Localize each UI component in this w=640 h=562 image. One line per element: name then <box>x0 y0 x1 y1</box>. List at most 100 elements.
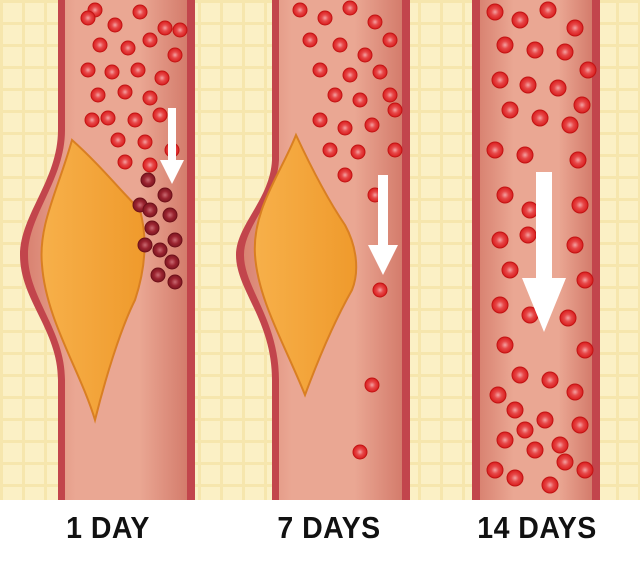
blood-cell <box>132 4 148 20</box>
blood-cell <box>322 142 338 158</box>
blood-cell <box>130 62 146 78</box>
flow-arrow <box>160 108 184 184</box>
blood-cell <box>536 411 554 429</box>
plaque <box>253 132 358 398</box>
blood-cell <box>127 112 143 128</box>
blood-cell <box>152 107 168 123</box>
blood-cell <box>80 62 96 78</box>
blood-cell <box>521 201 539 219</box>
blood-cell <box>526 41 544 59</box>
blood-cell <box>337 167 353 183</box>
blood-cell <box>302 32 318 48</box>
blood-cell <box>569 151 587 169</box>
blood-cell <box>84 112 100 128</box>
blood-cell <box>327 87 343 103</box>
blood-cell <box>526 441 544 459</box>
blood-cells <box>80 2 188 173</box>
artery-panel-1-day <box>20 0 195 500</box>
blood-cell <box>516 421 534 439</box>
clot-cell <box>140 172 156 188</box>
blood-cell <box>561 116 579 134</box>
blood-cell <box>364 377 380 393</box>
clot-cell <box>167 274 183 290</box>
blood-cell <box>486 3 504 21</box>
panel-label-7-days: 7 DAYS <box>277 510 381 545</box>
blood-cell <box>367 14 383 30</box>
blood-cell <box>117 154 133 170</box>
blood-cell <box>496 186 514 204</box>
blood-cell <box>332 37 348 53</box>
blood-cell <box>350 144 366 160</box>
blood-cell <box>531 109 549 127</box>
blood-cell <box>496 36 514 54</box>
flow-arrow <box>522 172 566 332</box>
blood-cell <box>551 436 569 454</box>
clot-cell <box>152 242 168 258</box>
blood-cell <box>337 120 353 136</box>
artery-illustration <box>0 0 640 500</box>
blood-cell <box>556 43 574 61</box>
clot-cell <box>157 187 173 203</box>
blood-cell <box>501 101 519 119</box>
blood-cell <box>312 62 328 78</box>
blood-cell <box>579 61 597 79</box>
blood-cell <box>511 11 529 29</box>
blood-cell <box>566 19 584 37</box>
artery-panel-14-days <box>472 0 600 500</box>
panel-label-1-day: 1 DAY <box>66 510 150 545</box>
blood-cell <box>312 112 328 128</box>
blood-cell <box>372 64 388 80</box>
blood-cell <box>387 102 403 118</box>
blood-cell <box>352 92 368 108</box>
blood-cell <box>489 386 507 404</box>
blood-cell <box>566 383 584 401</box>
blood-cell <box>501 261 519 279</box>
blood-cell <box>511 366 529 384</box>
blood-cell <box>120 40 136 56</box>
blood-cell <box>491 71 509 89</box>
blood-cells <box>486 1 597 494</box>
blood-cell <box>556 453 574 471</box>
blood-cell <box>539 1 557 19</box>
blood-cell <box>541 371 559 389</box>
clot-cell <box>167 232 183 248</box>
blood-cell <box>506 469 524 487</box>
blood-cell <box>486 461 504 479</box>
blood-cell <box>167 47 183 63</box>
blood-cell <box>516 146 534 164</box>
blood-cell <box>80 10 96 26</box>
blood-cell <box>117 84 133 100</box>
blood-cell <box>364 117 380 133</box>
blood-cell <box>137 134 153 150</box>
blood-cell <box>90 87 106 103</box>
blood-cell <box>496 431 514 449</box>
clot-cell <box>164 254 180 270</box>
clot-cell <box>137 237 153 253</box>
blood-cell <box>387 142 403 158</box>
blood-cell <box>104 64 120 80</box>
blood-cell <box>142 90 158 106</box>
blood-cell <box>292 2 308 18</box>
clot-cell <box>150 267 166 283</box>
blood-cell <box>576 341 594 359</box>
blood-cell <box>496 336 514 354</box>
blood-cell <box>317 10 333 26</box>
clot-cell <box>144 220 160 236</box>
blood-cell <box>559 309 577 327</box>
blood-cell <box>576 271 594 289</box>
blood-cell <box>549 79 567 97</box>
blood-cell <box>372 282 388 298</box>
blood-cell <box>92 37 108 53</box>
blood-cell <box>519 76 537 94</box>
blood-cell <box>382 87 398 103</box>
blood-cell <box>506 401 524 419</box>
blood-cell <box>352 444 368 460</box>
blood-clot <box>132 172 183 290</box>
blood-cell <box>571 416 589 434</box>
artery-panel-7-days <box>236 0 410 500</box>
blood-cell <box>142 32 158 48</box>
blood-cell <box>342 67 358 83</box>
blood-cell <box>342 0 358 16</box>
blood-cell <box>100 110 116 126</box>
blood-cell <box>110 132 126 148</box>
